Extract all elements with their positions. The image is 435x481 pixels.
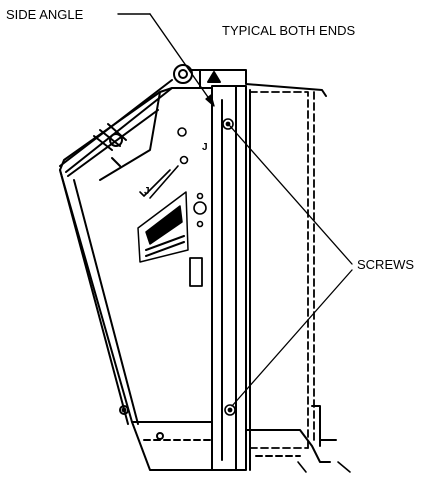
panel-fasteners	[177, 127, 207, 228]
data-plate	[137, 191, 189, 263]
j-hook-marks	[139, 165, 179, 199]
base-section	[131, 405, 351, 473]
panel-slot	[189, 257, 203, 287]
screw-bottom	[224, 404, 236, 416]
cabinet-outline-dashed	[249, 91, 315, 449]
screw-top	[222, 118, 234, 130]
screws-label: SCREWS	[357, 257, 415, 272]
typical-both-ends-note: TYPICAL BOTH ENDS	[222, 23, 356, 38]
side-angle-label: SIDE ANGLE	[6, 7, 84, 22]
top-hinge-bracket	[59, 64, 327, 173]
screws-leaders	[229, 125, 353, 407]
side-panel	[59, 87, 213, 425]
side-angle-upright	[211, 85, 251, 471]
j-mark-lower: J	[144, 186, 150, 197]
j-mark-upper: J	[202, 142, 208, 153]
